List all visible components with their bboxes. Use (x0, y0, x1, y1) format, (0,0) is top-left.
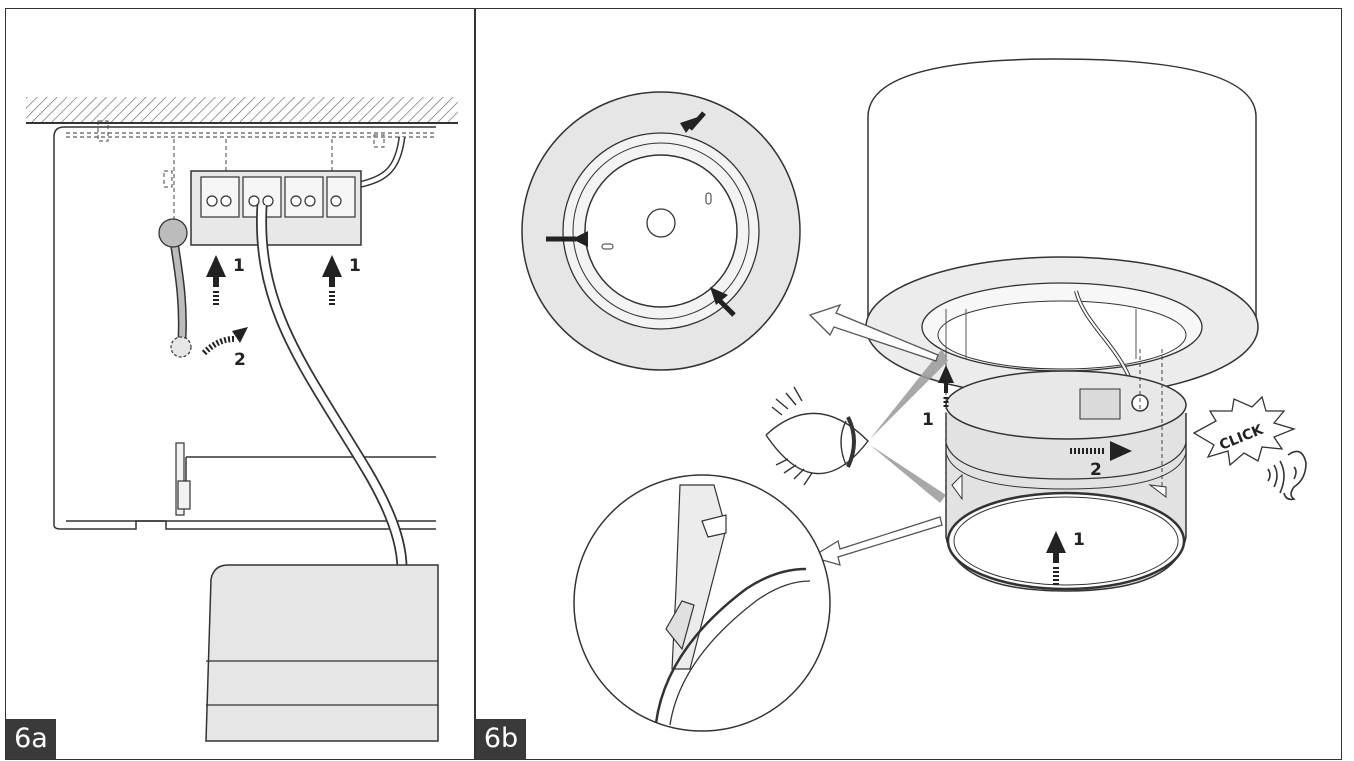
panel-label-6b: 6b (476, 719, 526, 759)
cylinder-luminaire (865, 58, 1259, 400)
zoom-arrows (808, 303, 943, 566)
diagram-6a: 1 1 2 (26, 97, 458, 742)
step1-label-left: 1 (233, 256, 245, 276)
ear-icon (1267, 450, 1307, 501)
step2-label: 2 (234, 350, 246, 370)
diagram-6b: 1 2 1 CLICK (521, 58, 1307, 732)
arrow-up-left (206, 255, 226, 305)
step1-label-ring-bottom: 1 (1073, 530, 1085, 550)
panel-6b: 1 2 1 CLICK 6b (475, 8, 1342, 760)
step1-label-right: 1 (349, 256, 361, 276)
panel-label-6a: 6a (6, 719, 56, 759)
step1-label-ring-left: 1 (922, 410, 934, 430)
arrow-rotate (1070, 441, 1132, 461)
view-rays (870, 349, 948, 503)
clip-detail-circle (573, 474, 831, 732)
clip-detail (175, 442, 191, 516)
arrow-up-bottom (1046, 531, 1066, 585)
panel-6a: 1 1 2 6a (5, 8, 475, 760)
click-burst: CLICK (1192, 395, 1296, 467)
driver-housing (205, 564, 439, 742)
arrow-up-right (322, 255, 342, 305)
top-view-detail (521, 91, 801, 371)
step2-label-ring: 2 (1090, 460, 1102, 480)
guide-lines (97, 120, 385, 219)
ring-guides (945, 349, 1163, 509)
ceiling (26, 97, 458, 124)
terminal-block (190, 170, 362, 246)
arrow-curve (201, 327, 248, 356)
safety-cord (158, 218, 192, 358)
eye-icon (765, 386, 869, 486)
arrow-up-small (938, 365, 954, 409)
mounting-ring (945, 370, 1187, 592)
